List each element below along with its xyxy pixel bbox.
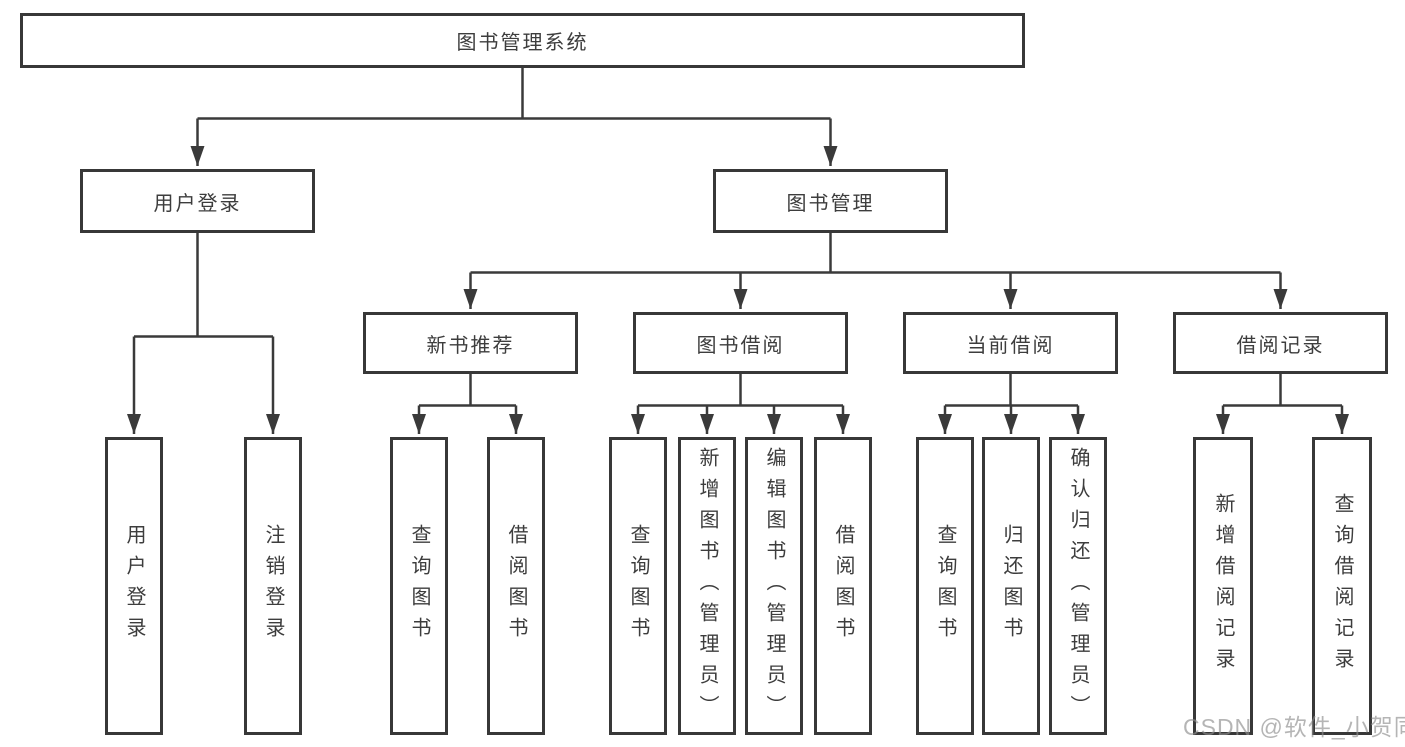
leaf-user-login: 用户登录 — [105, 437, 163, 735]
leaf-add-book-admin: 新增图书（管理员） — [678, 437, 736, 735]
leaf-return-book: 归还图书 — [982, 437, 1040, 735]
leaf-edit-book-admin: 编辑图书（管理员） — [745, 437, 803, 735]
node-new-book-recommend: 新书推荐 — [363, 312, 578, 374]
leaf-borrow-book: 借阅图书 — [814, 437, 872, 735]
leaf-query-books-borrow: 查询图书 — [609, 437, 667, 735]
leaf-query-borrow-record: 查询借阅记录 — [1312, 437, 1372, 735]
node-book-management: 图书管理 — [713, 169, 948, 233]
leaf-query-books-recommend: 查询图书 — [390, 437, 448, 735]
leaf-query-books-current: 查询图书 — [916, 437, 974, 735]
leaf-add-borrow-record: 新增借阅记录 — [1193, 437, 1253, 735]
node-book-borrow: 图书借阅 — [633, 312, 848, 374]
watermark-text: CSDN @软件_小贺同学 — [1183, 714, 1405, 740]
node-root: 图书管理系统 — [20, 13, 1025, 68]
leaf-confirm-return-admin: 确认归还（管理员） — [1049, 437, 1107, 735]
node-user-login: 用户登录 — [80, 169, 315, 233]
leaf-borrow-books-recommend: 借阅图书 — [487, 437, 545, 735]
node-borrow-records: 借阅记录 — [1173, 312, 1388, 374]
leaf-logout: 注销登录 — [244, 437, 302, 735]
node-current-borrow: 当前借阅 — [903, 312, 1118, 374]
